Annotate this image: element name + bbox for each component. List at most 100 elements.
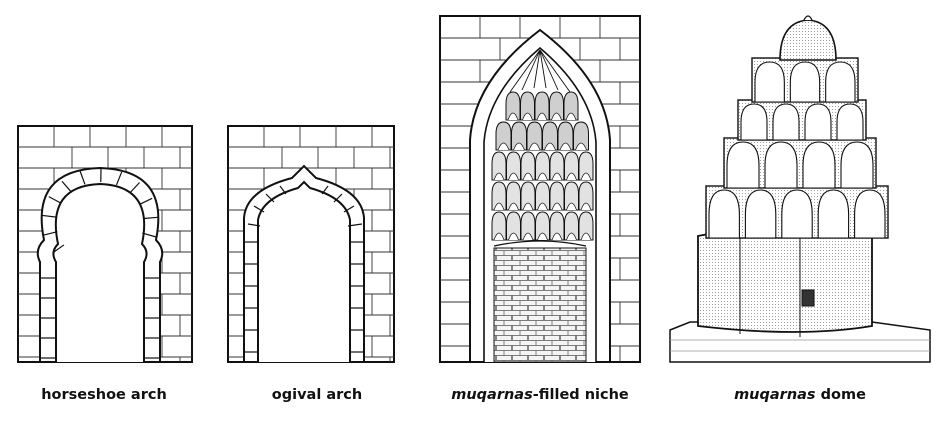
muqarnas-cell-lip [507,112,519,121]
muqarnas-cell-lip [508,172,519,181]
dome-tier-niche [802,141,836,189]
muqarnas-cell [520,211,536,241]
voussoir-joint [253,205,265,213]
niche-apex-ribs [509,49,571,93]
dome-tier-niche [764,141,798,189]
muqarnas-cell-lip [528,142,541,151]
muqarnas-cell [506,181,521,211]
horseshoe-arch-inner [52,182,148,362]
voussoir-joint [347,223,363,227]
voussoir-joint [321,185,329,195]
muqarnas-cell [578,151,594,181]
horseshoe-arch-drawing [17,125,193,363]
caption-niche-rest: -filled niche [532,387,629,403]
voussoir-joint [115,171,123,186]
dome-tier-niche [854,189,886,239]
voussoir-joint [42,214,57,218]
voussoir-joint [79,171,86,185]
voussoir-joint [343,205,355,213]
voussoir-joint [247,223,261,227]
muqarnas-cell-lip [493,172,505,181]
caption-ogival-arch: ogival arch [271,387,363,403]
caption-niche-italic: muqarnas [451,387,533,403]
voussoir-joint [129,182,140,194]
muqarnas-cell [535,151,550,181]
dome-tier-niche [804,103,832,141]
muqarnas-cell [520,181,536,211]
dome-drum-block [697,225,873,333]
muqarnas-cell [534,91,550,121]
caption-muqarnas-dome: muqarnas dome [734,387,866,403]
dome-tier-niche [781,189,813,239]
dome-tier-niche [817,189,850,239]
muqarnas-cell [564,151,579,181]
muqarnas-cell-lip [522,202,534,211]
muqarnas-cell-lip [566,172,577,181]
dome-drum-edges [739,226,801,337]
voussoir-joint [48,196,62,204]
muqarnas-cell-lip [513,142,525,151]
muqarnas-cell-lip [493,202,505,211]
dome-base-courses [670,339,930,352]
muqarnas-cell [578,211,594,241]
ogival-arch-inner [257,180,351,362]
muqarnas-dome-drawing [669,15,931,363]
dome-tier-niche [754,61,785,103]
niche-muqarnas-cells [491,91,594,247]
muqarnas-cell [549,91,564,121]
muqarnas-cell-lip [544,142,556,151]
muqarnas-cell [526,121,543,151]
muqarnas-cell [549,181,565,211]
muqarnas-cell-lip [580,232,592,241]
muqarnas-cell [520,151,536,181]
ogival-voussoirs [244,185,364,353]
muqarnas-cell-lip [493,232,505,241]
dome-tier-niche [840,141,874,189]
muqarnas-cell [491,181,507,211]
muqarnas-cell-lip [575,142,587,151]
dome-base-platform [669,321,931,363]
muqarnas-cell [549,151,565,181]
muqarnas-cell-lip [522,112,533,121]
muqarnas-cell-lip [566,202,577,211]
muqarnas-cell [573,121,589,151]
muqarnas-cell-lip [522,232,534,241]
niche-cornice [493,240,587,247]
muqarnas-cell-lip [551,112,562,121]
muqarnas-cell [535,181,550,211]
horseshoe-voussoirs [40,167,160,359]
muqarnas-cell [506,211,521,241]
dome-finial [803,15,813,21]
voussoir-joint [142,232,156,238]
dome-tier-niche [836,103,864,141]
dome-tier-niche [772,103,800,141]
dome-tier-niche [740,103,768,141]
muqarnas-cell [557,121,574,151]
dome-tier-niche [825,61,856,103]
dome-cupola [779,19,837,61]
caption-dome-italic: muqarnas [734,387,816,403]
muqarnas-cell-lip [580,172,592,181]
muqarnas-cell [495,121,512,151]
muqarnas-cell [578,181,594,211]
dome-tier-niche [744,189,777,239]
muqarnas-cell-lip [565,112,577,121]
muqarnas-cell-lip [537,232,548,241]
dome-tier-niche [708,189,740,239]
muqarnas-cell-lip [580,202,592,211]
muqarnas-cell [505,91,521,121]
muqarnas-cell [549,211,565,241]
muqarnas-cell-lip [537,172,548,181]
muqarnas-cell [511,121,527,151]
voussoir-joint [61,180,72,193]
muqarnas-cell-lip [537,202,548,211]
muqarnas-cell-lip [559,142,572,151]
muqarnas-cell [535,211,550,241]
muqarnas-cell [491,151,507,181]
voussoir-joint [143,216,158,220]
caption-dome-rest: dome [815,387,866,403]
voussoir-joint [52,244,65,254]
voussoir-joint [43,231,58,236]
ogival-arch-drawing [227,125,395,363]
